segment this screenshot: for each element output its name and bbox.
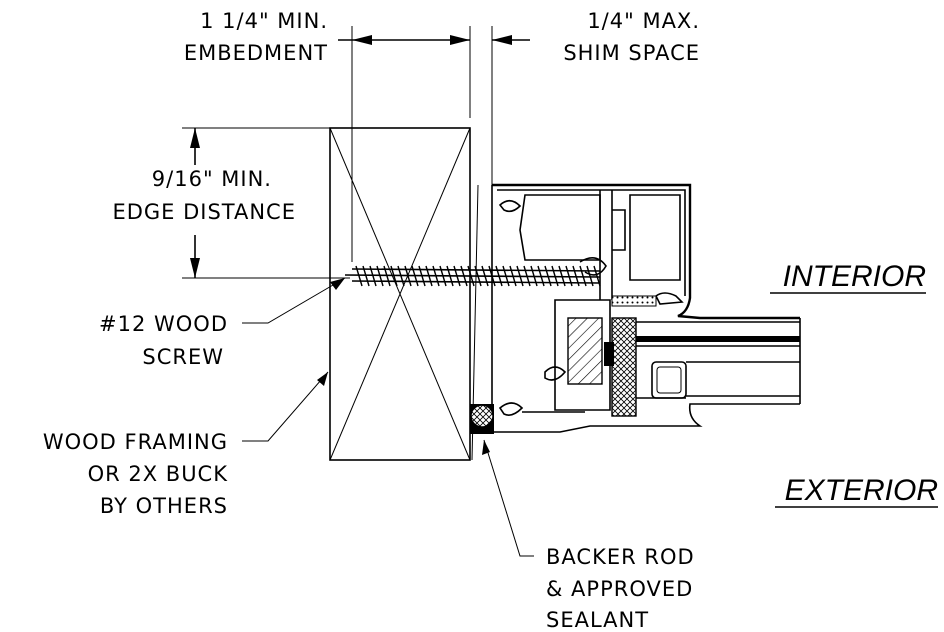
framing-label-line3: BY OTHERS [100,494,228,518]
screw-thread [530,265,538,287]
screw-thread [509,265,517,287]
interior-label: INTERIOR [783,260,926,293]
screw-thread [474,265,482,287]
screw-thread [523,265,531,287]
screw-thread [460,265,468,287]
edge-distance-dimension [182,127,350,279]
framing-label-line1: WOOD FRAMING [43,430,228,454]
wood-screw [344,265,601,287]
shim-label-line2: SHIM SPACE [563,41,700,65]
embedment-label-line2: EMBEDMENT [184,41,328,65]
screw-thread [593,265,601,287]
screw-thread [544,265,552,287]
screw-thread [432,265,440,287]
embedment-dimension [338,26,471,262]
screw-thread [537,265,545,287]
screw-thread [516,265,524,287]
glazing-tape [611,317,637,417]
screw-thread [453,265,461,287]
screw-thread [572,265,580,287]
screw-thread [502,265,510,287]
screw-thread [481,265,489,287]
sealant-label-line3: SEALANT [546,608,649,632]
screw-thread [551,265,559,287]
backer-rod-sealant [470,404,494,434]
framing-label-line2: OR 2X BUCK [88,462,229,486]
screw-thread [425,265,433,287]
window-frame-extrusion [491,183,800,433]
screw-thread [586,265,594,287]
edge-distance-label-line2: EDGE DISTANCE [112,200,296,224]
screw-thread [355,265,363,287]
glazing-tape-top [611,295,657,307]
insulated-glass-unit [636,318,801,404]
screw-label-line2: SCREW [142,345,224,369]
screw-thread [383,265,391,287]
edge-distance-label-line1: 9/16" MIN. [152,167,272,191]
setting-block [604,342,614,366]
shim-dimension [491,26,530,185]
embedment-label-line1: 1 1/4" MIN. [200,9,328,33]
screw-thread [362,265,370,287]
screw-thread [495,265,503,287]
screw-label-line1: #12 WOOD [99,312,228,336]
screw-thread [446,265,454,287]
thermal-break [567,317,603,385]
screw-thread [418,265,426,287]
screw-thread [404,265,412,287]
screw-thread [565,265,573,287]
exterior-label: EXTERIOR [785,474,938,507]
screw-thread [376,265,384,287]
screw-thread [439,265,447,287]
screw-thread [579,265,587,287]
screw-thread [467,265,475,287]
sealant-label-line2: & APPROVED [546,577,693,601]
screw-thread [558,265,566,287]
screw-thread [369,265,377,287]
wood-framing-block [329,127,471,461]
leader-lines [242,277,534,557]
shim-label-line1: 1/4" MAX. [587,9,700,33]
screw-thread [390,265,398,287]
screw-thread [397,265,405,287]
screw-thread [411,265,419,287]
sealant-label-line1: BACKER ROD [546,545,695,569]
